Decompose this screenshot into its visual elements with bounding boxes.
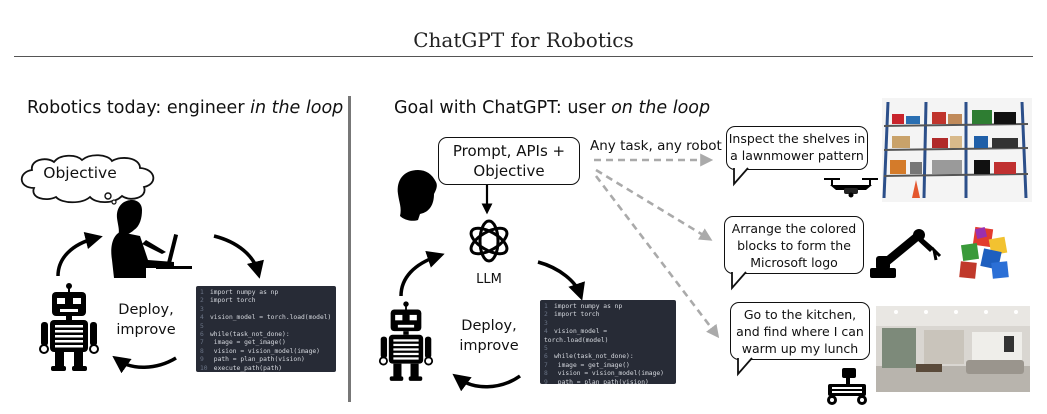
line-number: 8	[544, 370, 548, 378]
panel-divider	[348, 96, 351, 402]
code-text: vision_model = torch.load(model)	[210, 314, 332, 322]
line-number: 1	[200, 289, 204, 296]
line-number: 9	[544, 378, 548, 384]
code-snippet-left: 1 import numpy as np 2 import torch 3 4 visio…	[196, 286, 336, 372]
code-text: path = plan_path(vision)	[554, 378, 649, 384]
line-number: 6	[544, 353, 548, 361]
code-text	[210, 323, 214, 330]
code-line: 8 vision = vision_model(image)	[544, 370, 672, 378]
prompt-bubble: Prompt, APIs + Objective	[438, 137, 580, 185]
line-number: 1	[544, 303, 548, 310]
bubble-tail	[737, 357, 753, 377]
code-line: 4 vision_model = torch.load(model)	[200, 314, 332, 322]
code-text	[210, 306, 214, 313]
task-bubble-kitchen: Go to the kitchen, and find where I can …	[730, 302, 870, 360]
code-text: import torch	[210, 297, 256, 305]
code-line: 6 while(task_not_done):	[544, 353, 672, 361]
drone-icon	[824, 178, 878, 198]
bubble-tail	[731, 271, 747, 291]
code-text	[554, 345, 558, 352]
code-line: 3	[200, 306, 332, 314]
code-line: 3	[544, 320, 672, 328]
title-rule	[14, 56, 1033, 57]
wheeled-robot-icon	[827, 368, 867, 405]
line-number: 4	[200, 314, 204, 322]
code-lines: 1 import numpy as np 2 import torch 3 4 visio…	[200, 289, 332, 372]
line-number: 6	[200, 331, 204, 339]
deploy-improve-label-left: Deploy, improve	[116, 302, 176, 338]
code-text: path = plan_path(vision)	[210, 356, 305, 364]
code-text: while(task_not_done):	[210, 331, 290, 339]
code-line: 8 vision = vision_model(image)	[200, 348, 332, 356]
colored-blocks-image	[959, 226, 1009, 279]
code-line: 1 import numpy as np	[200, 289, 332, 297]
robot-icon	[378, 301, 434, 381]
user-head-icon	[397, 170, 437, 221]
right-heading-text: Goal with ChatGPT: user	[394, 98, 612, 118]
robot-arm-icon	[870, 229, 942, 278]
code-line: 5	[200, 323, 332, 331]
task-bubble-inspect: Inspect the shelves in a lawnmower patte…	[726, 126, 868, 170]
any-task-label: Any task, any robot	[590, 138, 722, 154]
code-text: image = get_image()	[210, 339, 286, 347]
line-number: 4	[544, 328, 548, 336]
left-heading: Robotics today: engineer in the loop	[27, 98, 343, 118]
code-text: while(task_not_done):	[554, 353, 634, 361]
left-heading-text: Robotics today: engineer	[27, 98, 251, 118]
code-line: 7 image = get_image()	[544, 362, 672, 370]
code-line: 9 path = plan_path(vision)	[544, 379, 672, 384]
line-number: 8	[200, 347, 204, 355]
code-text: vision = vision_model(image)	[210, 347, 320, 355]
code-line: 2 import torch	[200, 297, 332, 305]
code-text: import numpy as np	[210, 289, 279, 296]
task-bubble-arrange: Arrange the colored blocks to form the M…	[724, 216, 864, 274]
code-text	[554, 320, 558, 327]
code-line: 2 import torch	[544, 311, 672, 319]
line-number: 9	[200, 356, 204, 364]
warehouse-shelves-image	[882, 98, 1032, 202]
code-line: 10 execute_path(path)	[200, 365, 332, 372]
line-number: 3	[200, 305, 204, 313]
thought-cloud-icon	[20, 154, 155, 205]
line-number: 2	[544, 311, 548, 319]
line-number: 10	[200, 364, 208, 372]
code-line: 7 image = get_image()	[200, 339, 332, 347]
bubble-tail	[733, 167, 749, 187]
code-text: execute_path(path)	[210, 364, 283, 372]
page-title: ChatGPT for Robotics	[413, 28, 634, 52]
objective-label: Objective	[43, 164, 117, 182]
right-heading: Goal with ChatGPT: user on the loop	[394, 98, 710, 118]
openai-logo-icon	[469, 219, 509, 263]
code-line: 6 while(task_not_done):	[200, 331, 332, 339]
line-number: 5	[200, 322, 204, 330]
code-text: vision_model = torch.load(model)	[544, 328, 609, 344]
robot-icon	[39, 283, 99, 371]
code-line: 1 import numpy as np	[544, 303, 672, 311]
code-text: vision = vision_model(image)	[554, 370, 664, 378]
right-heading-italic: on the loop	[611, 98, 711, 118]
line-number: 5	[544, 345, 548, 353]
left-heading-italic: in the loop	[250, 98, 344, 118]
line-number: 2	[200, 297, 204, 305]
engineer-at-laptop-icon	[111, 200, 192, 278]
living-room-image	[876, 306, 1030, 392]
line-number: 7	[200, 339, 204, 347]
line-number: 7	[544, 361, 548, 369]
deploy-improve-label-right: Deploy, improve	[459, 318, 519, 354]
code-text: image = get_image()	[554, 361, 630, 369]
llm-label: LLM	[476, 272, 502, 287]
code-line: 9 path = plan_path(vision)	[200, 356, 332, 364]
code-line: 5	[544, 345, 672, 353]
code-text: import numpy as np	[554, 303, 623, 310]
code-text: import torch	[554, 311, 600, 319]
line-number: 3	[544, 319, 548, 327]
